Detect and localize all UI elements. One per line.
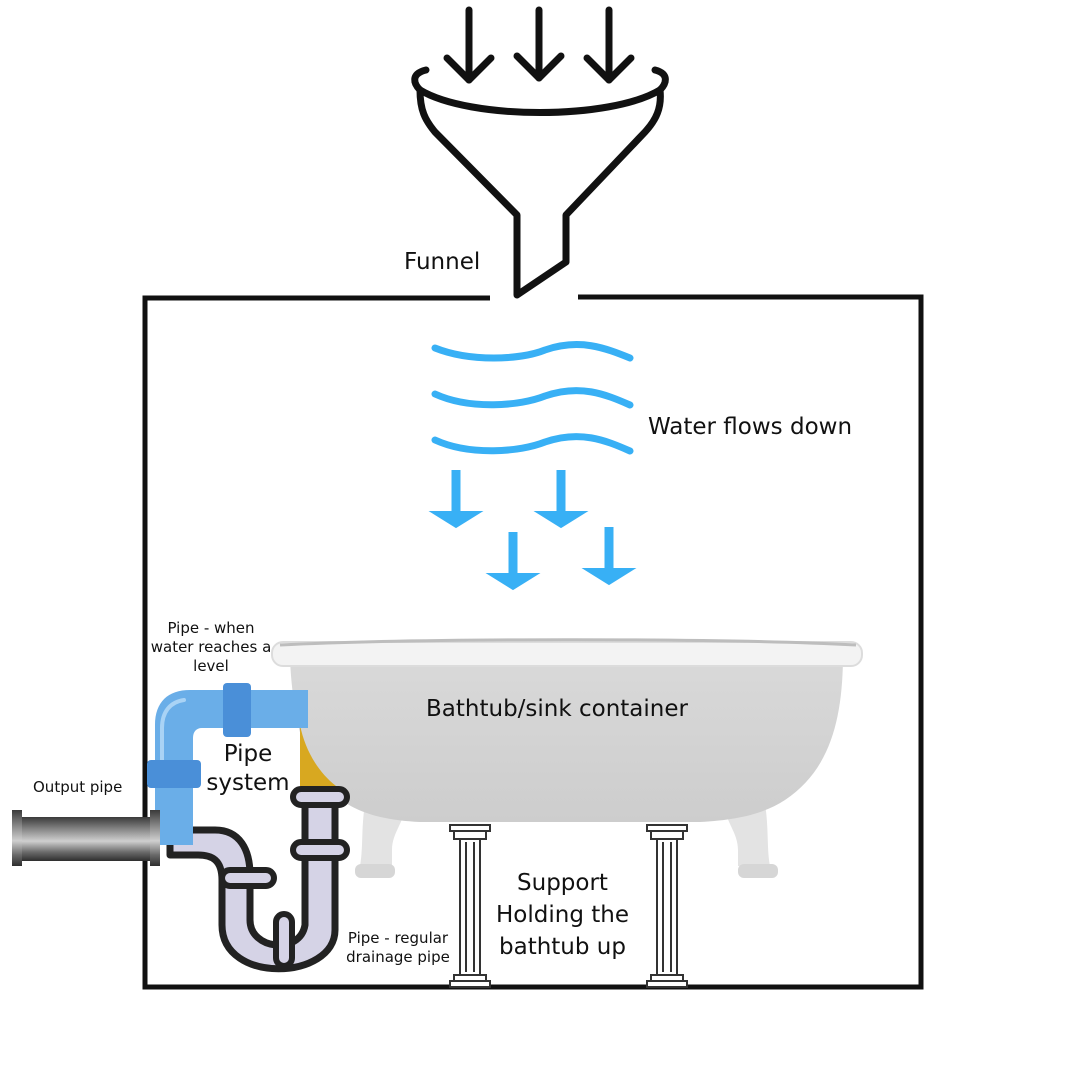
output-pipe-label: Output pipe [33, 778, 123, 796]
overflow-pipe-label: Pipe - when water reaches a level [146, 619, 276, 675]
support-label-line: Holding the [496, 902, 629, 929]
down-arrow-icon [581, 527, 637, 586]
support-label-line: bathtub up [499, 934, 626, 961]
column-icon [646, 824, 688, 988]
overflow-pipe-label-line: level [193, 656, 229, 675]
p-trap-icon [166, 786, 350, 973]
regular-pipe-label: Pipe - regular drainage pipe [338, 929, 458, 967]
bathtub-foot-base [738, 864, 778, 878]
pipe-system-label-line: system [206, 769, 290, 796]
container-box [142, 294, 924, 990]
input-arrows [443, 6, 635, 84]
down-arrow-icon [443, 6, 495, 84]
down-arrow-icon [533, 470, 589, 529]
pipe-system-label: Pipe system [198, 740, 298, 798]
support-label: Support Holding the bathtub up [490, 867, 635, 964]
bathtub-rim [271, 641, 863, 667]
bathtub-label: Bathtub/sink container [426, 696, 688, 722]
pipe-system-label-line: Pipe [223, 741, 273, 767]
overflow-pipe-label-line: water reaches a [150, 637, 272, 656]
water-flows-label: Water flows down [648, 414, 853, 440]
funnel-label: Funnel [404, 249, 481, 275]
elbow-pipe-icon [147, 683, 308, 845]
down-arrow-icon [513, 6, 565, 82]
water-arrows [428, 470, 637, 591]
column-icon [449, 824, 491, 988]
bathtub-icon [271, 638, 863, 878]
down-arrow-icon [428, 470, 484, 529]
funnel-icon [411, 66, 669, 299]
down-arrow-icon [485, 532, 541, 591]
brass-drain-connector [300, 725, 336, 790]
bathtub-body [290, 660, 843, 822]
water-wave-icon [431, 341, 634, 455]
bathtub-foot-base [355, 864, 395, 878]
regular-pipe-label-line: drainage pipe [346, 947, 450, 966]
down-arrow-icon [583, 6, 635, 84]
overflow-pipe-label-line: Pipe - when [167, 619, 255, 637]
regular-pipe-label-line: Pipe - regular [347, 929, 449, 947]
support-label-line: Support [517, 870, 608, 896]
metal-pipe-icon [12, 810, 160, 866]
